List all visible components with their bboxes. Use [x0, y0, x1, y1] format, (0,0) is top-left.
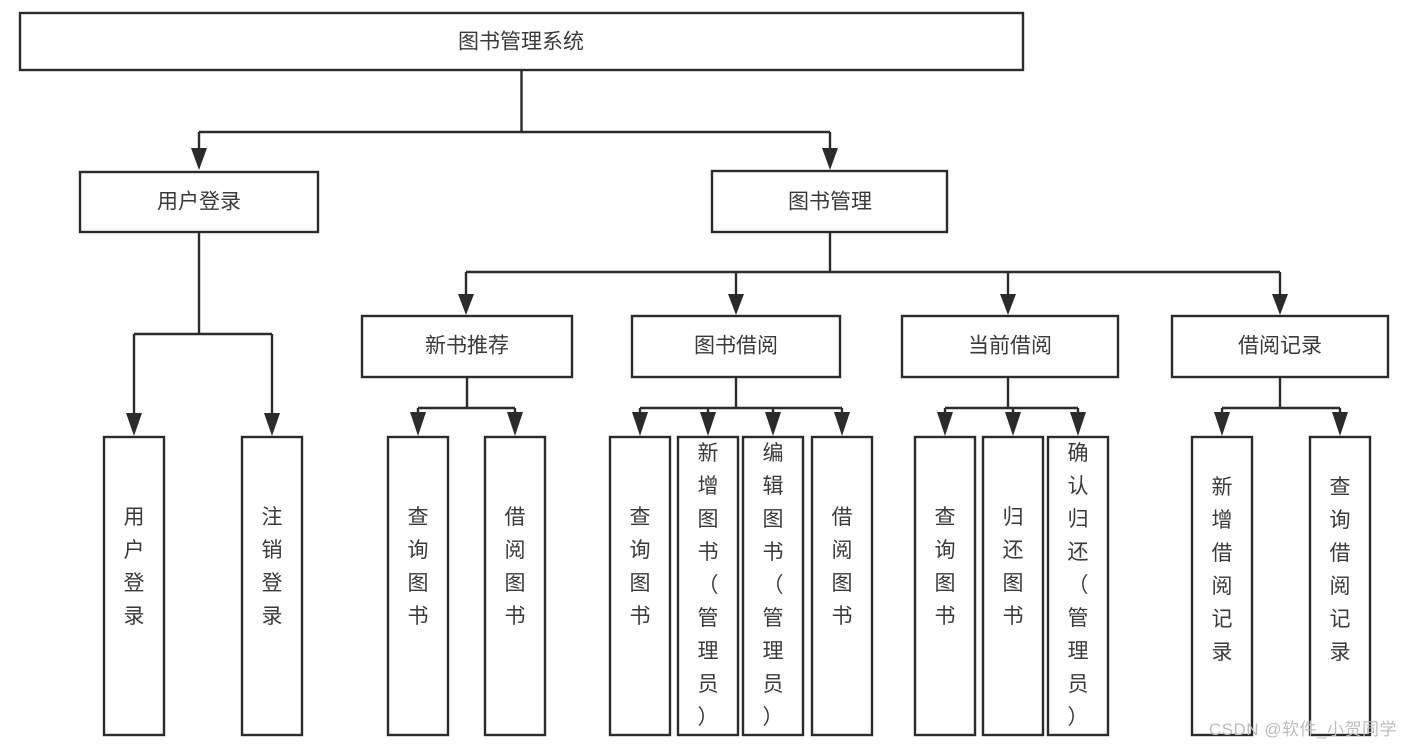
node-current-borrow-box[interactable]	[900, 314, 1120, 379]
csdn-watermark: CSDN @软件_小贺同学	[1208, 720, 1397, 739]
arrowhead-borrow-leaf1	[632, 412, 648, 436]
leaf-add-borrow-record-box[interactable]	[1190, 435, 1254, 737]
leaf-query-book-borrow-label: 查询图书	[630, 506, 651, 628]
arrowhead-record-leaf1	[1214, 412, 1230, 436]
arrowhead-record-leaf2	[1332, 412, 1348, 436]
leaf-borrow-book-rec-box[interactable]	[483, 435, 547, 737]
leaf-borrow-book[interactable]: 借阅图书	[810, 435, 874, 737]
connector-layer	[126, 70, 1348, 436]
node-book-borrow[interactable]: 图书借阅	[630, 314, 842, 379]
leaf-borrow-book-box[interactable]	[810, 435, 874, 737]
node-book-management-box[interactable]	[710, 169, 949, 234]
leaf-edit-book-admin-box[interactable]	[741, 435, 805, 737]
arrowhead-book-borrow	[728, 294, 744, 315]
node-book-borrow-box[interactable]	[630, 314, 842, 379]
arrowhead-borrow-leaf4	[834, 412, 850, 436]
leaf-logout-box[interactable]	[240, 435, 304, 737]
leaf-confirm-return-admin-box[interactable]	[1046, 435, 1110, 737]
node-book-management[interactable]: 图书管理	[710, 169, 949, 234]
leaf-borrow-book-rec[interactable]: 借阅图书	[483, 435, 547, 737]
leaf-add-book-admin[interactable]: 新增图书（管理员）	[676, 435, 740, 737]
node-book-management-label: 图书管理	[788, 191, 872, 214]
leaf-confirm-return-admin[interactable]: 确认归还（管理员）	[1046, 435, 1110, 737]
leaf-add-book-admin-label: 新增图书（管理员）	[698, 442, 719, 729]
arrowhead-current-borrow	[1000, 294, 1016, 315]
leaf-query-book-current-box[interactable]	[913, 435, 977, 737]
arrowhead-newbook-leaf1	[410, 412, 426, 436]
node-book-borrow-label: 图书借阅	[694, 335, 778, 358]
arrowhead-current-leaf3	[1070, 412, 1086, 436]
leaf-query-borrow-record-label: 查询借阅记录	[1330, 476, 1351, 664]
node-root-label: 图书管理系统	[458, 31, 584, 54]
leaf-user-login-label: 用户登录	[124, 506, 145, 628]
node-current-borrow[interactable]: 当前借阅	[900, 314, 1120, 379]
leaf-user-login-box[interactable]	[102, 435, 166, 737]
leaf-query-borrow-record-box[interactable]	[1308, 435, 1372, 737]
leaf-add-borrow-record-label: 新增借阅记录	[1212, 476, 1233, 664]
leaf-logout[interactable]: 注销登录	[240, 435, 304, 737]
leaf-edit-book-admin-label: 编辑图书（管理员）	[763, 442, 784, 729]
arrowhead-new-book-rec	[458, 294, 474, 315]
arrowhead-leaf-logout	[264, 413, 280, 436]
arrowhead-current-leaf2	[1005, 412, 1021, 436]
leaf-return-book-label: 归还图书	[1003, 506, 1024, 628]
leaf-query-book-rec[interactable]: 查询图书	[386, 435, 450, 737]
node-user-login-label: 用户登录	[157, 191, 241, 214]
leaf-query-book-rec-label: 查询图书	[408, 506, 429, 628]
leaf-query-book-current[interactable]: 查询图书	[913, 435, 977, 737]
node-user-login-box[interactable]	[78, 170, 320, 234]
leaf-query-book-current-label: 查询图书	[935, 506, 956, 628]
arrowhead-borrow-record	[1272, 294, 1288, 315]
leaf-borrow-book-label: 借阅图书	[832, 506, 853, 628]
leaf-confirm-return-admin-label: 确认归还（管理员）	[1068, 442, 1089, 729]
node-user-login[interactable]: 用户登录	[78, 170, 320, 234]
arrowhead-user-login	[191, 148, 207, 170]
leaf-logout-label: 注销登录	[262, 506, 283, 628]
node-new-book-recommend-label: 新书推荐	[425, 335, 509, 358]
node-root-box[interactable]	[18, 11, 1025, 72]
arrowhead-current-leaf1	[937, 412, 953, 436]
leaf-user-login[interactable]: 用户登录	[102, 435, 166, 737]
leaf-edit-book-admin[interactable]: 编辑图书（管理员）	[741, 435, 805, 737]
node-current-borrow-label: 当前借阅	[968, 335, 1052, 358]
node-root-system[interactable]: 图书管理系统	[18, 11, 1025, 72]
leaf-add-book-admin-box[interactable]	[676, 435, 740, 737]
leaf-query-book-rec-box[interactable]	[386, 435, 450, 737]
arrowhead-borrow-leaf2	[700, 412, 716, 436]
node-borrow-record[interactable]: 借阅记录	[1170, 314, 1390, 379]
leaf-add-borrow-record[interactable]: 新增借阅记录	[1190, 435, 1254, 737]
arrowhead-leaf-user-login	[126, 413, 142, 436]
arrowhead-book-mgmt	[822, 148, 838, 170]
leaf-query-borrow-record[interactable]: 查询借阅记录	[1308, 435, 1372, 737]
leaf-return-book-box[interactable]	[981, 435, 1045, 737]
leaf-return-book[interactable]: 归还图书	[981, 435, 1045, 737]
leaf-borrow-book-rec-label: 借阅图书	[505, 506, 526, 628]
node-new-book-recommend[interactable]: 新书推荐	[360, 314, 574, 379]
leaf-query-book-borrow-box[interactable]	[608, 435, 672, 737]
arrowhead-newbook-leaf2	[507, 412, 523, 436]
arrowhead-borrow-leaf3	[765, 412, 781, 436]
node-new-book-recommend-box[interactable]	[360, 314, 574, 379]
node-borrow-record-box[interactable]	[1170, 314, 1390, 379]
node-borrow-record-label: 借阅记录	[1238, 335, 1322, 358]
leaf-query-book-borrow[interactable]: 查询图书	[608, 435, 672, 737]
